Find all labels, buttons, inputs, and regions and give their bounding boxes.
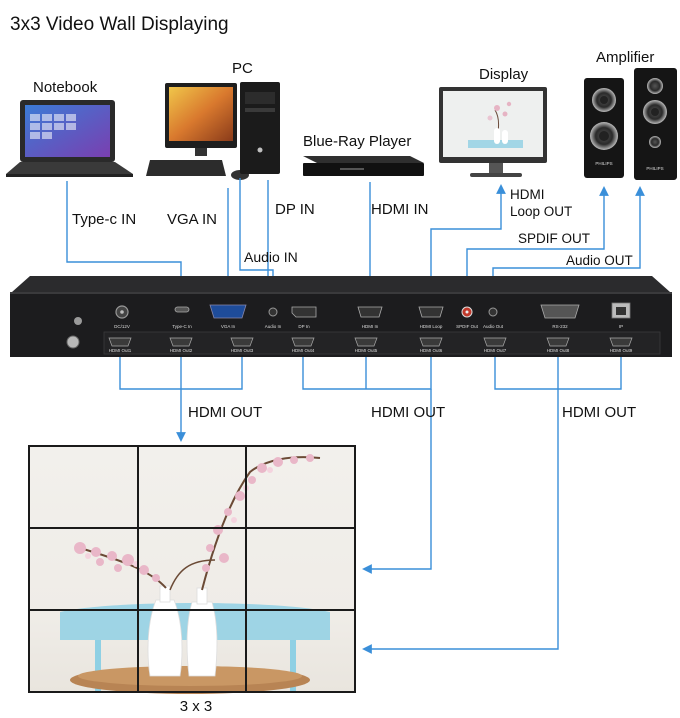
spdif-wire: [466, 186, 609, 300]
hdmi-out4-port-icon: [291, 337, 315, 347]
hdmi-loop-port-icon: [418, 306, 444, 318]
svg-text:PHILIPS: PHILIPS: [595, 161, 612, 166]
hdmi-out-label-1: HDMI OUT: [188, 404, 262, 421]
typec-in-label: Type-c IN: [72, 211, 136, 228]
out-label-1: HDMI Out1: [109, 348, 132, 353]
ground-terminal-icon: [66, 335, 80, 349]
out-label-6: HDMI Out6: [420, 348, 443, 353]
out-label-4: HDMI Out4: [292, 348, 315, 353]
hdmi-output-ports: HDMI Out1 HDMI Out2 HDMI Out3 HDMI Out4 …: [108, 337, 633, 353]
controller-back-panel: DC/12V Type-C In VGA In Audio In DP In H…: [10, 276, 672, 357]
audio-in-port-icon: [268, 307, 278, 317]
hdmi-in-label: HDMI IN: [371, 201, 429, 218]
port-label-ip: IP: [619, 324, 623, 329]
bluray-player-image: [303, 156, 424, 176]
vga-port-icon: [209, 304, 247, 319]
hdmi-out-label-2: HDMI OUT: [371, 404, 445, 421]
port-label-hdmi-loop: HDMI Loop: [420, 324, 443, 329]
port-label-typec: Type-C In: [172, 324, 192, 329]
svg-text:PHILIPS: PHILIPS: [646, 166, 663, 171]
out-label-5: HDMI Out5: [355, 348, 378, 353]
spdif-out-label: SPDIF OUT: [518, 231, 590, 246]
vga-in-label: VGA IN: [167, 211, 217, 228]
hdmi-out-label-3: HDMI OUT: [562, 404, 636, 421]
out-label-3: HDMI Out3: [231, 348, 254, 353]
out-label-7: HDMI Out7: [484, 348, 507, 353]
hdmi-out8-port-icon: [546, 337, 570, 347]
page-title: 3x3 Video Wall Displaying: [10, 14, 229, 35]
hdmi-out-group3-route: [362, 389, 559, 654]
amplifier-label: Amplifier: [596, 49, 654, 66]
out-label-9: HDMI Out9: [610, 348, 633, 353]
out-label-8: HDMI Out8: [547, 348, 570, 353]
hdmi-out1-port-icon: [108, 337, 132, 347]
audio-in-label: Audio IN: [244, 249, 298, 265]
port-label-dp: DP In: [298, 324, 310, 329]
hdmi-loop-label-line2: Loop OUT: [510, 204, 572, 219]
audio-out-label: Audio OUT: [566, 253, 633, 268]
port-label-vga: VGA In: [221, 324, 236, 329]
out-label-2: HDMI Out2: [170, 348, 193, 353]
typec-port-icon: [174, 306, 190, 313]
hdmi-out-group2-route: [362, 389, 432, 574]
bluray-label: Blue-Ray Player: [303, 133, 411, 150]
port-label-hdmi-in: HDMI In: [362, 324, 379, 329]
rs232-port-icon: [540, 304, 580, 319]
dp-in-label: DP IN: [275, 201, 315, 218]
video-wall: [28, 445, 356, 694]
speaker-left-image: PHILIPS: [584, 78, 624, 178]
hdmi-out3-port-icon: [230, 337, 254, 347]
pc-image: [146, 82, 280, 180]
hdmi-in-port-icon: [357, 306, 383, 318]
hdmi-loop-label-line1: HDMI: [510, 187, 545, 202]
hdmi-out9-port-icon: [609, 337, 633, 347]
hdmi-out5-port-icon: [354, 337, 378, 347]
speaker-right-image: PHILIPS: [634, 68, 677, 180]
notebook-label: Notebook: [33, 79, 98, 96]
notebook-image: [6, 100, 133, 177]
display-image: [439, 87, 547, 177]
hdmi-out-wires: [119, 357, 622, 654]
ground-screw-icon: [74, 317, 82, 325]
hdmi-out7-port-icon: [483, 337, 507, 347]
hdmi-out-group2-bracket: [302, 357, 432, 390]
hdmi-loop-wire: [430, 184, 506, 306]
hdmi-out6-port-icon: [419, 337, 443, 347]
dp-port-icon: [291, 306, 317, 318]
port-label-dc: DC/12V: [114, 324, 130, 329]
video-wall-grid: [28, 445, 356, 693]
port-label-audio-in: Audio In: [265, 324, 282, 329]
port-label-spdif: SPDIF Out: [456, 324, 479, 329]
audio-out-port-icon: [488, 307, 498, 317]
port-label-rs232: RS-232: [552, 324, 568, 329]
hdmi-out2-port-icon: [169, 337, 193, 347]
video-wall-caption: 3 x 3: [180, 698, 213, 715]
port-label-audio-out: Audio Out: [483, 324, 504, 329]
pc-label: PC: [232, 60, 253, 77]
display-label: Display: [479, 66, 529, 83]
